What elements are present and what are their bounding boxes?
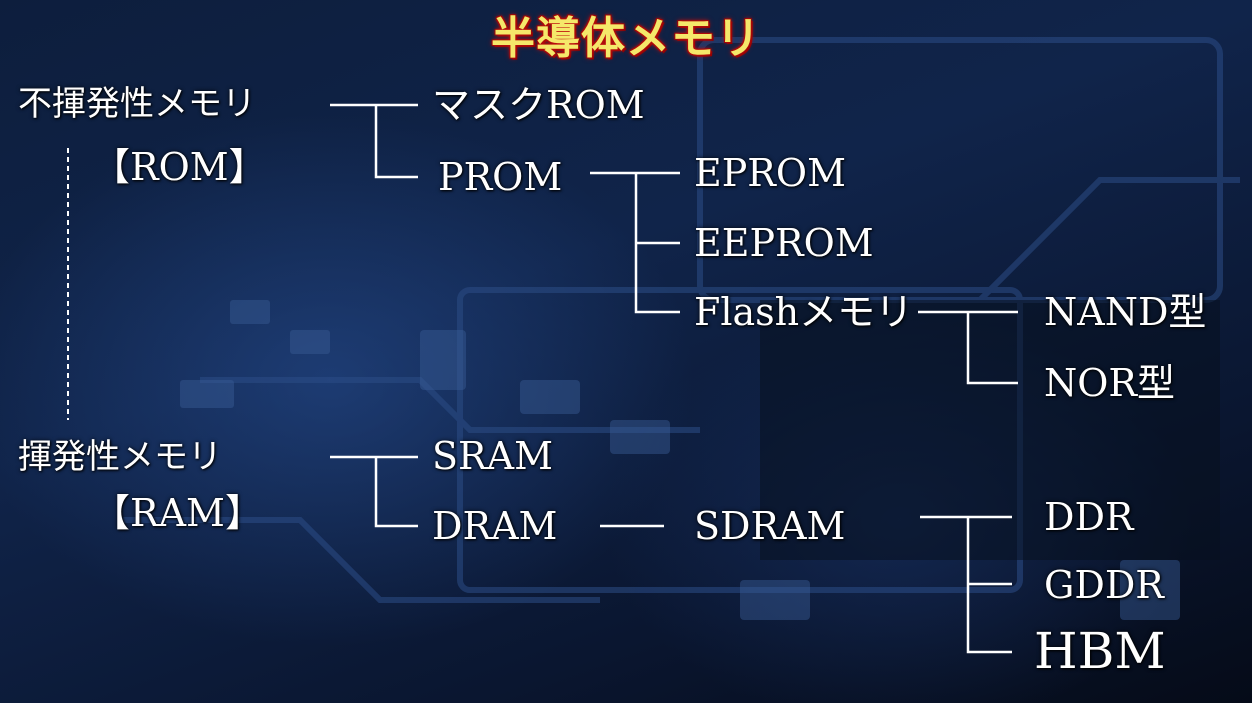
connector-sdram — [920, 515, 1012, 654]
flash-memory-label: Flashメモリ — [694, 290, 914, 334]
prom-label: PROM — [438, 155, 563, 199]
volatile-memory-label: 揮発性メモリ — [18, 437, 222, 477]
ram-abbr-label: 【RAM】 — [92, 491, 263, 535]
sdram-label: SDRAM — [694, 504, 846, 548]
ddr-label: DDR — [1044, 495, 1134, 539]
connector-flash — [918, 310, 1018, 385]
nonvolatile-memory-label: 不揮発性メモリ — [18, 84, 256, 124]
nor-type-label: NOR型 — [1044, 361, 1176, 405]
connector-ram — [330, 455, 418, 528]
gddr-label: GDDR — [1044, 563, 1164, 607]
dram-label: DRAM — [432, 504, 558, 548]
eprom-label: EPROM — [694, 151, 846, 195]
eeprom-label: EEPROM — [694, 221, 874, 265]
connector-prom — [590, 171, 680, 314]
hbm-label: HBM — [1034, 622, 1166, 680]
rom-abbr-label: 【ROM】 — [92, 145, 267, 189]
nand-type-label: NAND型 — [1044, 290, 1207, 334]
diagram-title: 半導体メモリ — [491, 13, 761, 64]
sram-label: SRAM — [432, 434, 553, 478]
mask-rom-label: マスクROM — [432, 83, 645, 127]
connector-rom — [330, 103, 418, 179]
